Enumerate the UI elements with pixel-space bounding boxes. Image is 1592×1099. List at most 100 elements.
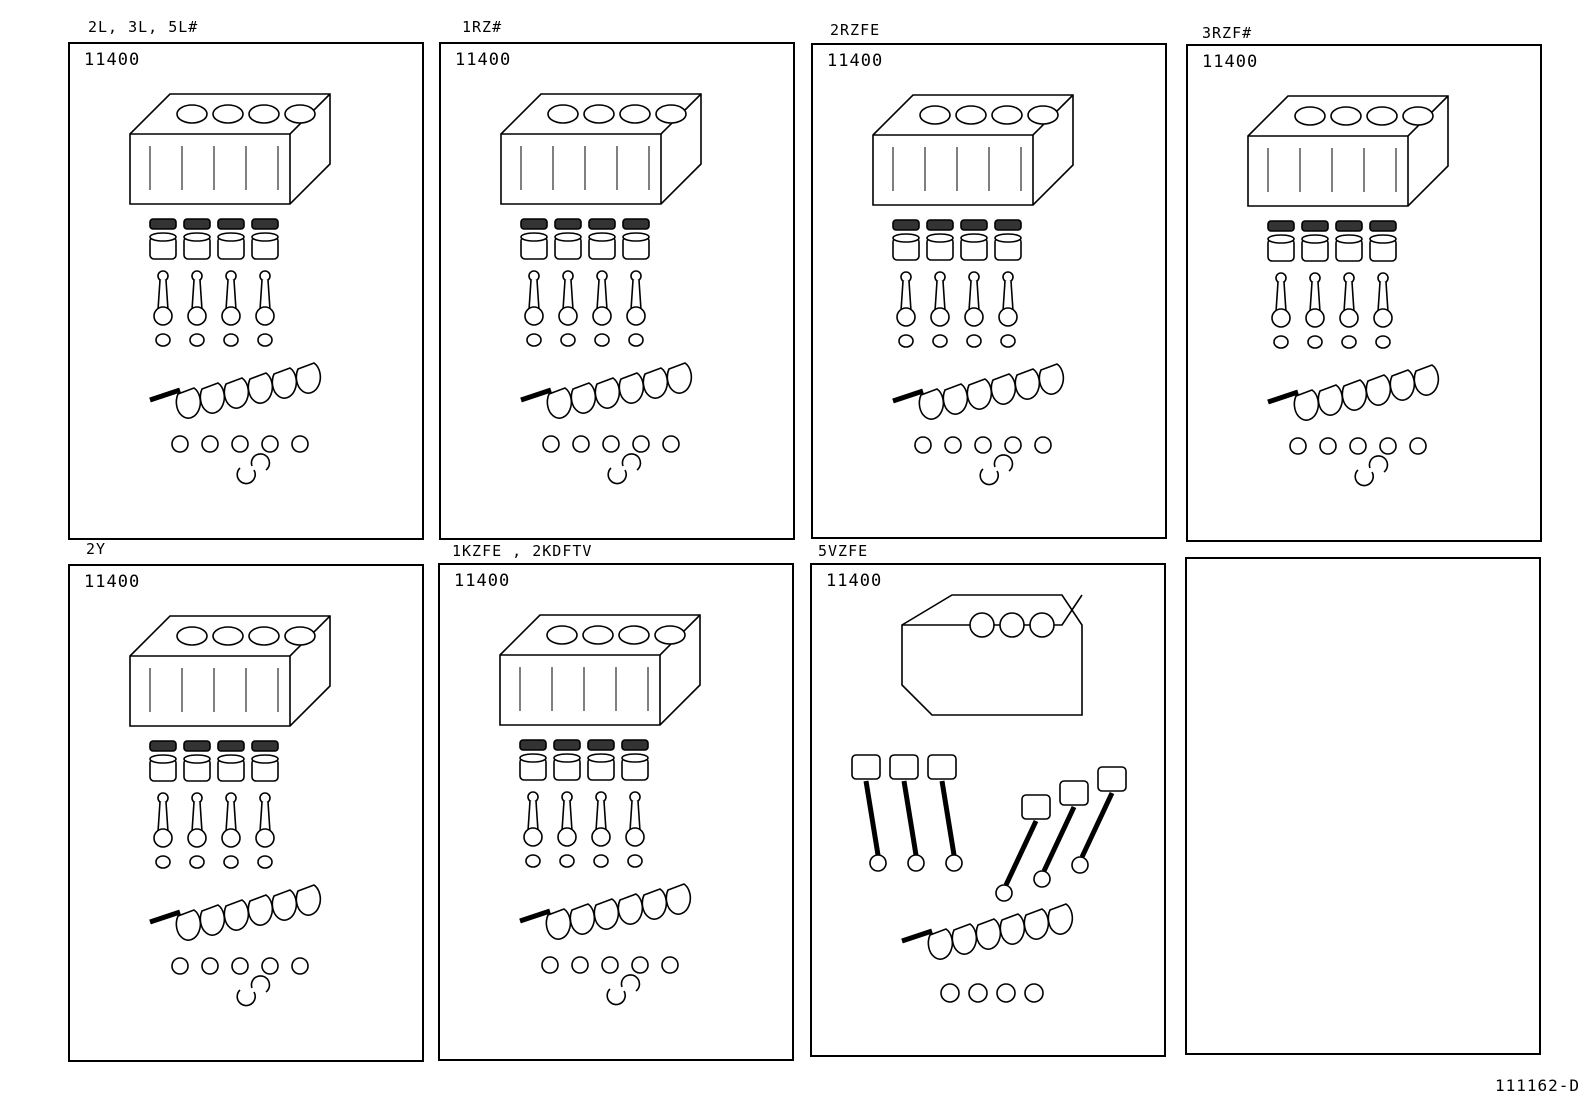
piston [251,740,279,782]
crankshaft [149,362,322,419]
connecting-rod [998,271,1018,348]
bearing [944,436,962,454]
connecting-rod [187,792,207,869]
bearing [231,435,249,453]
panel-3rzf[interactable]: 11400 [1186,44,1542,542]
cylinder-block [1247,95,1449,207]
cylinder-block [500,93,702,205]
piston [994,219,1022,261]
cylinder-block [499,614,701,726]
bearing [940,983,960,1003]
bearing [291,435,309,453]
crankshaft [519,883,692,940]
connecting-rod [221,792,241,869]
cylinder-block [129,93,331,205]
bearing [1379,437,1397,455]
connecting-rod [901,780,919,856]
bearing [171,957,189,975]
piston [183,740,211,782]
connecting-rod [524,270,544,347]
piston [1335,220,1363,262]
connecting-rod [255,792,275,869]
connecting-rod [221,270,241,347]
cylinder-block [872,94,1074,206]
connecting-rod [1271,272,1291,349]
bearing [201,957,219,975]
engine-parts-illustration [872,94,1074,486]
bearing [261,957,279,975]
panel-2rzfe[interactable]: 11400 [811,43,1167,539]
piston [1301,220,1329,262]
piston [519,739,547,781]
bearing [602,435,620,453]
engine-parts-illustration [129,93,331,485]
bearing [945,854,963,872]
part-number: 11400 [84,572,141,592]
bearing [974,436,992,454]
engine-label-3: 2RZFE [830,21,881,39]
connecting-rod [964,271,984,348]
piston [1369,220,1397,262]
connecting-rod [187,270,207,347]
piston [553,739,581,781]
engine-label-4: 3RZF# [1202,24,1253,42]
connecting-rod [1339,272,1359,349]
engine-label-7: 5VZFE [818,542,869,560]
bearing [1034,436,1052,454]
bearing [1004,436,1022,454]
connecting-rod [523,791,543,868]
bearing [995,884,1013,902]
bearing [914,436,932,454]
piston [149,218,177,260]
piston [851,754,881,780]
connecting-rod [1305,272,1325,349]
connecting-rod [930,271,950,348]
connecting-rod [1079,791,1115,859]
piston [621,739,649,781]
connecting-rod [1041,805,1077,873]
panel-5vzfe[interactable]: 11400 [810,563,1166,1057]
bearing [968,983,988,1003]
crankshaft [520,362,693,419]
part-number: 11400 [1202,52,1259,72]
connecting-rod [625,791,645,868]
bearing [542,435,560,453]
piston [217,740,245,782]
connecting-rod [1003,819,1039,887]
crankshaft [901,903,1074,960]
piston [183,218,211,260]
connecting-rod [1373,272,1393,349]
cylinder-block [129,615,331,727]
engine-parts-illustration [129,615,331,1007]
piston [960,219,988,261]
piston [1059,780,1089,806]
part-number: 11400 [827,51,884,71]
piston [251,218,279,260]
bearing [601,956,619,974]
illustration-code: 111162-D [1494,1076,1580,1095]
piston [588,218,616,260]
panel-1rz[interactable]: 11400 [439,42,795,540]
piston [892,219,920,261]
connecting-rod [558,270,578,347]
piston [1267,220,1295,262]
piston [622,218,650,260]
connecting-rod [255,270,275,347]
panel-2y[interactable]: 11400 [68,564,424,1062]
bearing [869,854,887,872]
panel-1kzfe-2kdftv[interactable]: 11400 [438,563,794,1061]
bearing [632,435,650,453]
bearing [661,956,679,974]
piston [926,219,954,261]
panel-2l-3l-5l[interactable]: 11400 [68,42,424,540]
connecting-rod [591,791,611,868]
bearing [572,435,590,453]
engine-label-1: 2L, 3L, 5L# [88,18,199,36]
bearing [201,435,219,453]
piston [149,740,177,782]
crankshaft [892,363,1065,420]
bearing [1033,870,1051,888]
bearing [1349,437,1367,455]
v6-cylinder-block [901,594,1083,716]
engine-parts-illustration [1247,95,1449,487]
